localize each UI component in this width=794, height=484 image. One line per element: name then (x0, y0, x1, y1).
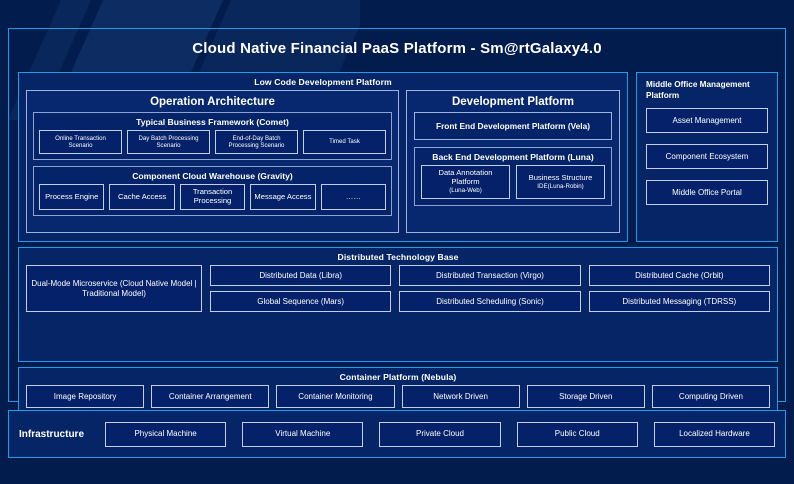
infrastructure-label: Infrastructure (19, 428, 85, 440)
back-end-item-sub: IDE(Luna-Robin) (537, 182, 584, 190)
component-cloud-warehouse-title: Component Cloud Warehouse (Gravity) (132, 171, 293, 181)
ccw-item-more[interactable]: …… (320, 184, 387, 210)
middle-office-item[interactable]: Middle Office Portal (646, 180, 768, 206)
infrastructure-panel: Infrastructure Physical Machine Virtual … (8, 410, 786, 458)
middle-office-item[interactable]: Component Ecosystem (646, 144, 768, 170)
low-code-development-platform-panel: Low Code Development Platform Operation … (18, 72, 628, 242)
container-platform-item[interactable]: Container Arrangement (151, 385, 270, 408)
ccw-item[interactable]: Cache Access (109, 184, 175, 210)
top-band: Low Code Development Platform Operation … (18, 72, 778, 242)
container-platform-item[interactable]: Network Driven (401, 385, 520, 408)
infrastructure-item[interactable]: Physical Machine (105, 421, 227, 447)
operation-architecture-panel: Operation Architecture Typical Business … (26, 90, 399, 233)
development-platform-panel: Development Platform Front End Developme… (406, 90, 620, 233)
container-platform-panel: Container Platform (Nebula) Image Reposi… (18, 367, 778, 423)
back-end-item-sub: (Luna-Web) (449, 187, 482, 195)
ccw-item[interactable]: Transaction Processing (179, 184, 246, 210)
tbf-item[interactable]: Online Transaction Scenario (39, 130, 122, 154)
dual-mode-microservice-box[interactable]: Dual-Mode Microservice (Cloud Native Mod… (26, 265, 202, 312)
distributed-technology-base-title: Distributed Technology Base (337, 252, 459, 262)
tbf-item[interactable]: Day Batch Processing Scenario (127, 130, 210, 154)
back-end-item[interactable]: Business Structure IDE(Luna-Robin) (516, 165, 605, 199)
container-platform-title: Container Platform (Nebula) (339, 372, 457, 382)
container-platform-item[interactable]: Storage Driven (526, 385, 645, 408)
middle-office-management-platform-panel: Middle Office Management Platform Asset … (636, 72, 778, 242)
back-end-item-name: Data Annotation Platform (438, 168, 493, 187)
dtb-item[interactable]: Global Sequence (Mars) (210, 291, 392, 312)
tbf-item[interactable]: Timed Task (303, 130, 386, 154)
container-platform-item[interactable]: Computing Driven (651, 385, 771, 408)
dtb-item[interactable]: Distributed Transaction (Virgo) (399, 265, 581, 286)
container-platform-item[interactable]: Image Repository (26, 385, 145, 408)
page-title: Cloud Native Financial PaaS Platform - S… (192, 40, 602, 57)
development-platform-title: Development Platform (451, 96, 575, 108)
infrastructure-item[interactable]: Public Cloud (516, 421, 638, 447)
typical-business-framework-title: Typical Business Framework (Comet) (136, 117, 289, 127)
main-diagram-frame: Cloud Native Financial PaaS Platform - S… (8, 28, 786, 423)
dtb-item[interactable]: Distributed Messaging (TDRSS) (588, 291, 770, 312)
distributed-technology-base-panel: Distributed Technology Base Dual-Mode Mi… (18, 247, 778, 362)
container-platform-item[interactable]: Container Monitoring (276, 385, 395, 408)
front-end-development-platform-box[interactable]: Front End Development Platform (Vela) (414, 112, 612, 140)
dtb-item[interactable]: Distributed Scheduling (Sonic) (399, 291, 581, 312)
infrastructure-item[interactable]: Virtual Machine (242, 421, 364, 447)
dtb-item[interactable]: Distributed Cache (Orbit) (588, 265, 770, 286)
middle-office-item[interactable]: Asset Management (646, 108, 768, 134)
dtb-item[interactable]: Distributed Data (Libra) (210, 265, 392, 286)
infrastructure-item[interactable]: Localized Hardware (653, 421, 776, 447)
back-end-development-platform-group: Back End Development Platform (Luna) Dat… (414, 147, 612, 206)
infrastructure-item[interactable]: Private Cloud (379, 421, 501, 447)
low-code-panel-title: Low Code Development Platform (254, 77, 392, 87)
operation-architecture-title: Operation Architecture (150, 96, 275, 108)
ccw-item[interactable]: Process Engine (39, 184, 105, 210)
middle-office-panel-title: Middle Office Management Platform (646, 80, 750, 100)
component-cloud-warehouse-group: Component Cloud Warehouse (Gravity) Proc… (33, 166, 392, 216)
back-end-item-name: Business Structure (528, 172, 593, 182)
typical-business-framework-group: Typical Business Framework (Comet) Onlin… (33, 112, 392, 160)
ccw-item[interactable]: Message Access (250, 184, 316, 210)
tbf-item[interactable]: End-of-Day Batch Processing Scenario (215, 130, 298, 154)
back-end-development-platform-title: Back End Development Platform (Luna) (432, 152, 594, 162)
back-end-item[interactable]: Data Annotation Platform (Luna-Web) (421, 165, 510, 199)
